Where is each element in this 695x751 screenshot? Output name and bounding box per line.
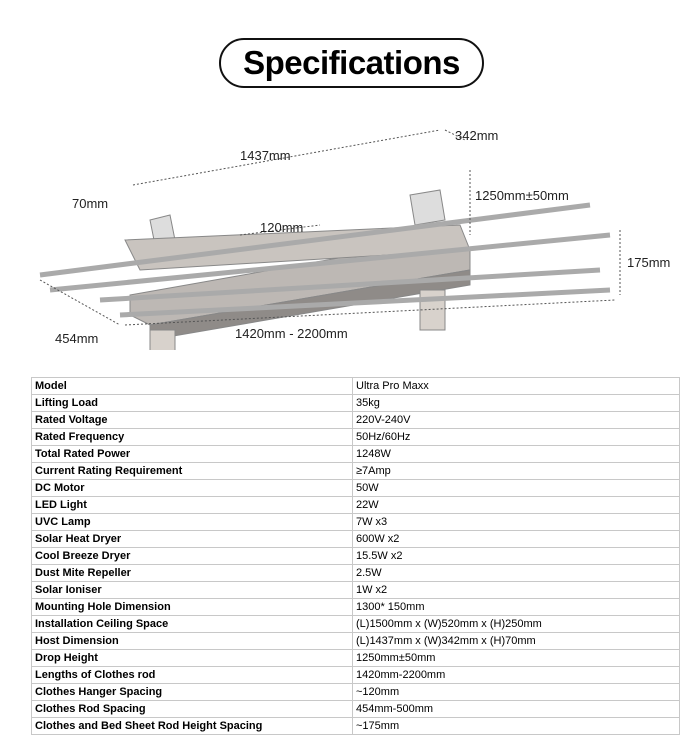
spec-name: Solar Ioniser	[31, 581, 353, 599]
length-label: 1437mm	[240, 148, 291, 163]
spec-value: (L)1500mm x (W)520mm x (H)250mm	[352, 615, 680, 633]
spec-value: 1300* 150mm	[352, 598, 680, 616]
spec-value: 454mm-500mm	[352, 700, 680, 718]
spec-name: Rated Voltage	[31, 411, 353, 429]
spec-name: Current Rating Requirement	[31, 462, 353, 480]
spec-name: Lifting Load	[31, 394, 353, 412]
spec-name: UVC Lamp	[31, 513, 353, 531]
spec-value: 1420mm-2200mm	[352, 666, 680, 684]
page-title: Specifications	[219, 38, 484, 88]
spec-value: 1W x2	[352, 581, 680, 599]
table-row: Clothes and Bed Sheet Rod Height Spacing…	[31, 717, 680, 735]
spec-name: LED Light	[31, 496, 353, 514]
spec-name: Host Dimension	[31, 632, 353, 650]
table-row: Current Rating Requirement≥7Amp	[31, 462, 680, 480]
rod-length-label: 1420mm - 2200mm	[235, 326, 348, 341]
product-dimension-diagram: 1437mm 342mm 70mm 1250mm±50mm 120mm 175m…	[39, 128, 670, 350]
spec-value: 1248W	[352, 445, 680, 463]
spec-name: Cool Breeze Dryer	[31, 547, 353, 565]
spec-value: 50W	[352, 479, 680, 497]
spec-value: 220V-240V	[352, 411, 680, 429]
spec-value: 1250mm±50mm	[352, 649, 680, 667]
spec-value: 22W	[352, 496, 680, 514]
spec-value: 15.5W x2	[352, 547, 680, 565]
width-label: 342mm	[455, 128, 498, 143]
spec-value: 35kg	[352, 394, 680, 412]
spec-name: Rated Frequency	[31, 428, 353, 446]
spec-name: Clothes Hanger Spacing	[31, 683, 353, 701]
spec-value: (L)1437mm x (W)342mm x (H)70mm	[352, 632, 680, 650]
table-row: Host Dimension(L)1437mm x (W)342mm x (H)…	[31, 632, 680, 650]
rod-height-label: 175mm	[627, 255, 670, 270]
spec-name: Dust Mite Repeller	[31, 564, 353, 582]
spec-name: Installation Ceiling Space	[31, 615, 353, 633]
spec-name: DC Motor	[31, 479, 353, 497]
spec-value: 2.5W	[352, 564, 680, 582]
table-row: Clothes Hanger Spacing~120mm	[31, 683, 680, 701]
spec-name: Solar Heat Dryer	[31, 530, 353, 548]
rod-spacing-label: 454mm	[55, 331, 98, 346]
spec-name: Total Rated Power	[31, 445, 353, 463]
spec-value: 7W x3	[352, 513, 680, 531]
spec-value: ≥7Amp	[352, 462, 680, 480]
spec-name: Drop Height	[31, 649, 353, 667]
spec-value: ~120mm	[352, 683, 680, 701]
spec-name: Mounting Hole Dimension	[31, 598, 353, 616]
spec-value: ~175mm	[352, 717, 680, 735]
spec-name: Clothes Rod Spacing	[31, 700, 353, 718]
spec-name: Model	[31, 377, 353, 395]
spacing-label: 120mm	[260, 220, 303, 235]
spec-name: Clothes and Bed Sheet Rod Height Spacing	[31, 717, 353, 735]
spec-name: Lengths of Clothes rod	[31, 666, 353, 684]
spec-value: 600W x2	[352, 530, 680, 548]
height-label: 70mm	[72, 196, 108, 211]
spec-value: 50Hz/60Hz	[352, 428, 680, 446]
table-row: Installation Ceiling Space(L)1500mm x (W…	[31, 615, 680, 633]
spec-value: Ultra Pro Maxx	[352, 377, 680, 395]
drop-label: 1250mm±50mm	[475, 188, 569, 203]
